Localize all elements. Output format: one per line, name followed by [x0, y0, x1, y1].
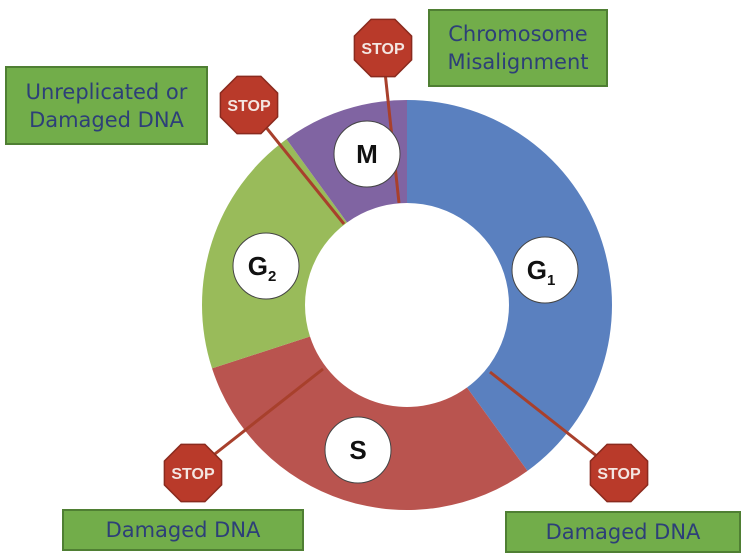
phase-label-circle: [324, 416, 392, 484]
stop-sign-icon: STOP: [353, 18, 413, 78]
phase-label-g2: G2: [232, 232, 300, 300]
phase-ring: [201, 100, 612, 511]
stop-octagon: [353, 18, 413, 78]
stop-sign-text: STOP: [227, 98, 271, 115]
label-line: Damaged DNA: [29, 107, 184, 132]
stop-sign-icon: STOP: [219, 75, 279, 135]
phase-label-subscript: 2: [268, 268, 276, 285]
phase-label-m: M: [333, 120, 401, 188]
phase-label-subscript: 1: [547, 272, 555, 289]
checkpoint-pointer-line: [250, 109, 346, 225]
checkpoint-label-chromosome-misalignment: Chromosome Misalignment: [428, 9, 608, 87]
phase-label-circle: [511, 236, 579, 304]
label-line: Unreplicated or: [25, 79, 188, 104]
label-line: Damaged DNA: [105, 518, 261, 542]
stop-octagon: [589, 443, 649, 503]
phase-label-g1: G1: [511, 236, 579, 304]
stop-sign-text: STOP: [171, 466, 215, 483]
phase-label-circle: [232, 232, 300, 300]
phase-label-text: M: [356, 139, 378, 169]
phase-label-circle: [333, 120, 401, 188]
stop-sign-icon: STOP: [163, 443, 223, 503]
label-line: Chromosome: [448, 22, 588, 46]
checkpoint-label-unreplicated-dna: Unreplicated or Damaged DNA: [5, 66, 208, 145]
checkpoint-label-damaged-dna-g1: Damaged DNA: [505, 511, 741, 553]
stop-octagon: [163, 443, 223, 503]
checkpoint-label-damaged-dna-s: Damaged DNA: [62, 509, 304, 551]
stop-sign-text: STOP: [361, 41, 405, 58]
checkpoint-pointer-line: [489, 370, 613, 470]
phase-segment-g1: [407, 100, 612, 471]
checkpoint-pointer-line: [196, 367, 324, 470]
label-line: Misalignment: [447, 50, 589, 74]
stop-sign-icon: STOP: [589, 443, 649, 503]
phase-label-s: S: [324, 416, 392, 484]
stop-sign-text: STOP: [597, 466, 641, 483]
label-line: Damaged DNA: [545, 520, 701, 544]
phase-label-text: S: [349, 435, 366, 465]
stop-octagon: [219, 75, 279, 135]
